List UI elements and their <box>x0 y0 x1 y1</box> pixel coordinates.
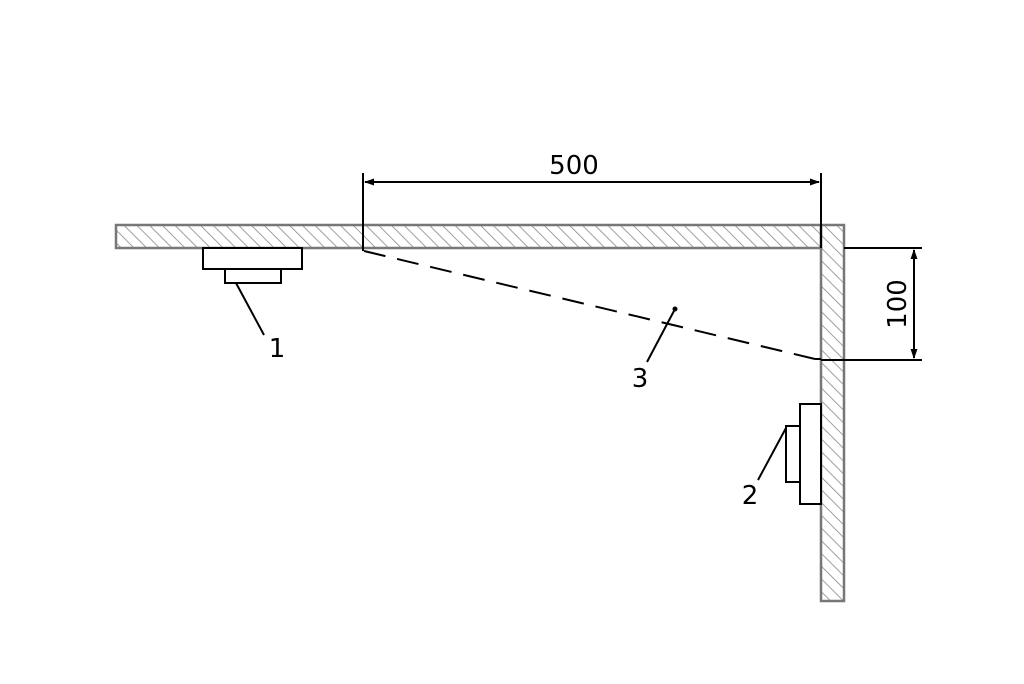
dimension-label-vertical: 100 <box>883 279 913 329</box>
callout-label-3: 3 <box>632 364 649 394</box>
callout-label-2: 2 <box>742 481 759 511</box>
vertical-dimension: 100 <box>821 247 922 361</box>
callout-3: 3 <box>632 306 678 394</box>
callout-1: 1 <box>235 282 286 364</box>
horizontal-dimension: 500 <box>362 151 822 251</box>
dimension-label-horizontal: 500 <box>549 151 599 181</box>
wall-device <box>785 403 822 505</box>
ceiling-device <box>202 247 303 284</box>
callout-2: 2 <box>742 427 787 511</box>
side-wall <box>819 223 846 603</box>
callout-label-1: 1 <box>269 334 286 364</box>
ceiling-wall <box>114 223 823 250</box>
dashed-line <box>363 250 821 360</box>
